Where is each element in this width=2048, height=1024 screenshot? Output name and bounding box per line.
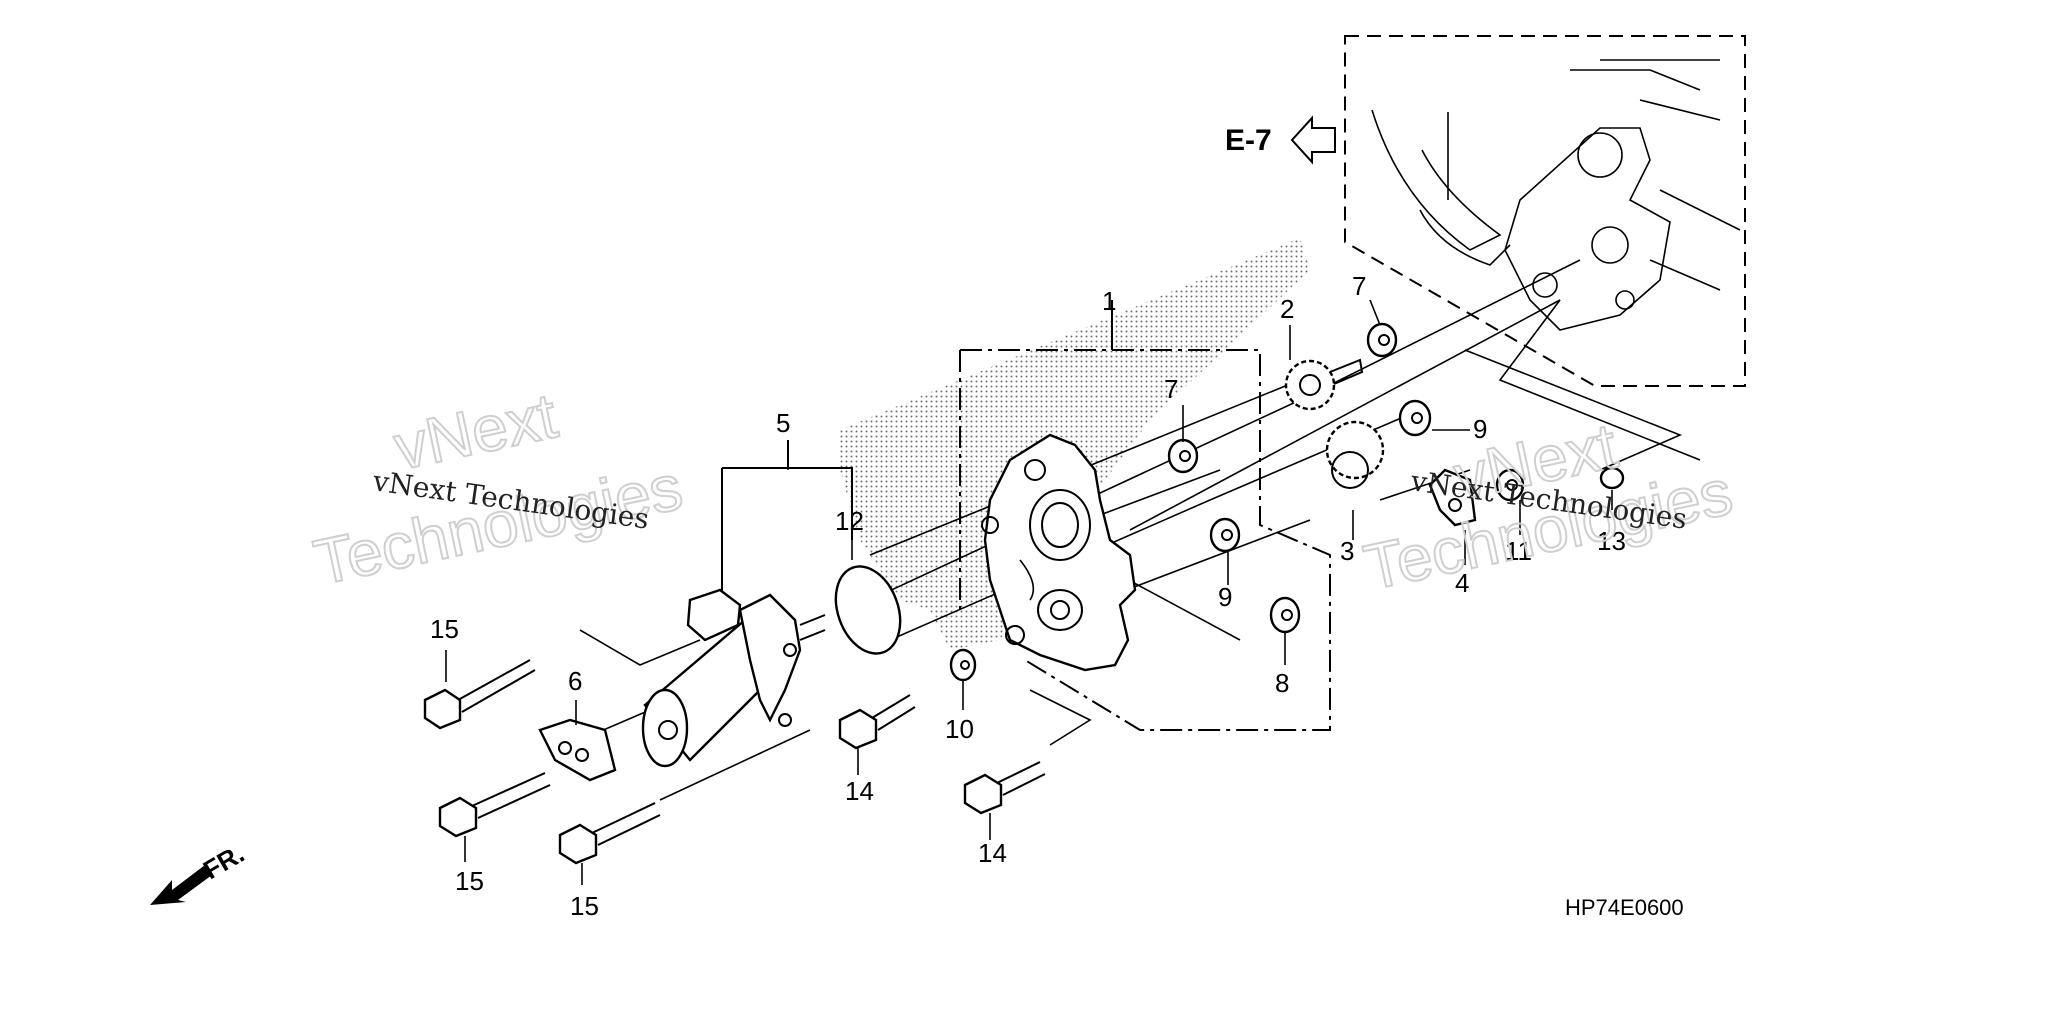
callout-13: 13 [1597,526,1626,556]
callout-labels: 1 2 3 4 5 6 7 7 8 9 9 10 11 12 13 14 14 … [430,271,1626,921]
watermark-big-word-1: vNext [388,379,563,483]
callout-6: 6 [568,666,582,696]
diagram-code: HP74E0600 [1565,895,1684,920]
gasket-plate [538,718,617,782]
gear-4 [1428,468,1477,527]
callout-3: 3 [1340,536,1354,566]
callout-10: 10 [945,714,974,744]
e7-label: E-7 [1225,124,1272,157]
callout-14b: 14 [978,838,1007,868]
crankcase-reference-box [1344,35,1746,387]
bearing-7b [1366,322,1398,358]
callout-14a: 14 [845,776,874,806]
bolt-15a [423,659,536,730]
callout-15a: 15 [430,614,459,644]
washer-11 [1495,468,1525,502]
bolt-15b [438,772,551,838]
callout-4: 4 [1455,568,1469,598]
callout-15c: 15 [570,891,599,921]
watermark-left: vNext Technologies vNext Technologies [307,378,689,599]
shift-motor [641,588,826,768]
bolt-15c [558,802,661,865]
dowel-13 [1599,466,1625,490]
callout-2: 2 [1280,294,1294,324]
callout-7b: 7 [1352,271,1366,301]
callout-leaders [445,299,1613,885]
front-direction-indicator: FR. [150,838,249,905]
bearing-9a [1209,517,1241,553]
callout-9b: 9 [1473,414,1487,444]
gear-3 [1325,420,1385,489]
arrow-left-icon [1290,115,1336,165]
o-ring [834,565,902,655]
callout-8: 8 [1275,668,1289,698]
gear-2 [1284,358,1364,411]
assembly-bracket-5 [721,440,853,593]
washer-10 [949,648,977,682]
bolt-14a [838,694,916,750]
callout-12: 12 [835,506,864,536]
bearing-7a [1167,438,1199,474]
bolt-14b [963,761,1046,815]
callout-7a: 7 [1164,374,1178,404]
callout-11: 11 [1505,536,1532,566]
bearing-8 [1269,596,1301,634]
callout-5: 5 [776,408,790,438]
gear-housing [981,433,1137,672]
watermark-right: vNext Technologies vNext Technologies [1357,408,1739,604]
front-arrow-icon [150,865,212,905]
callout-1: 1 [1102,286,1116,316]
bearing-9b [1398,399,1432,437]
callout-15b: 15 [455,866,484,896]
callout-9a: 9 [1218,582,1232,612]
e7-reference-arrow[interactable]: E-7 [1225,115,1336,165]
